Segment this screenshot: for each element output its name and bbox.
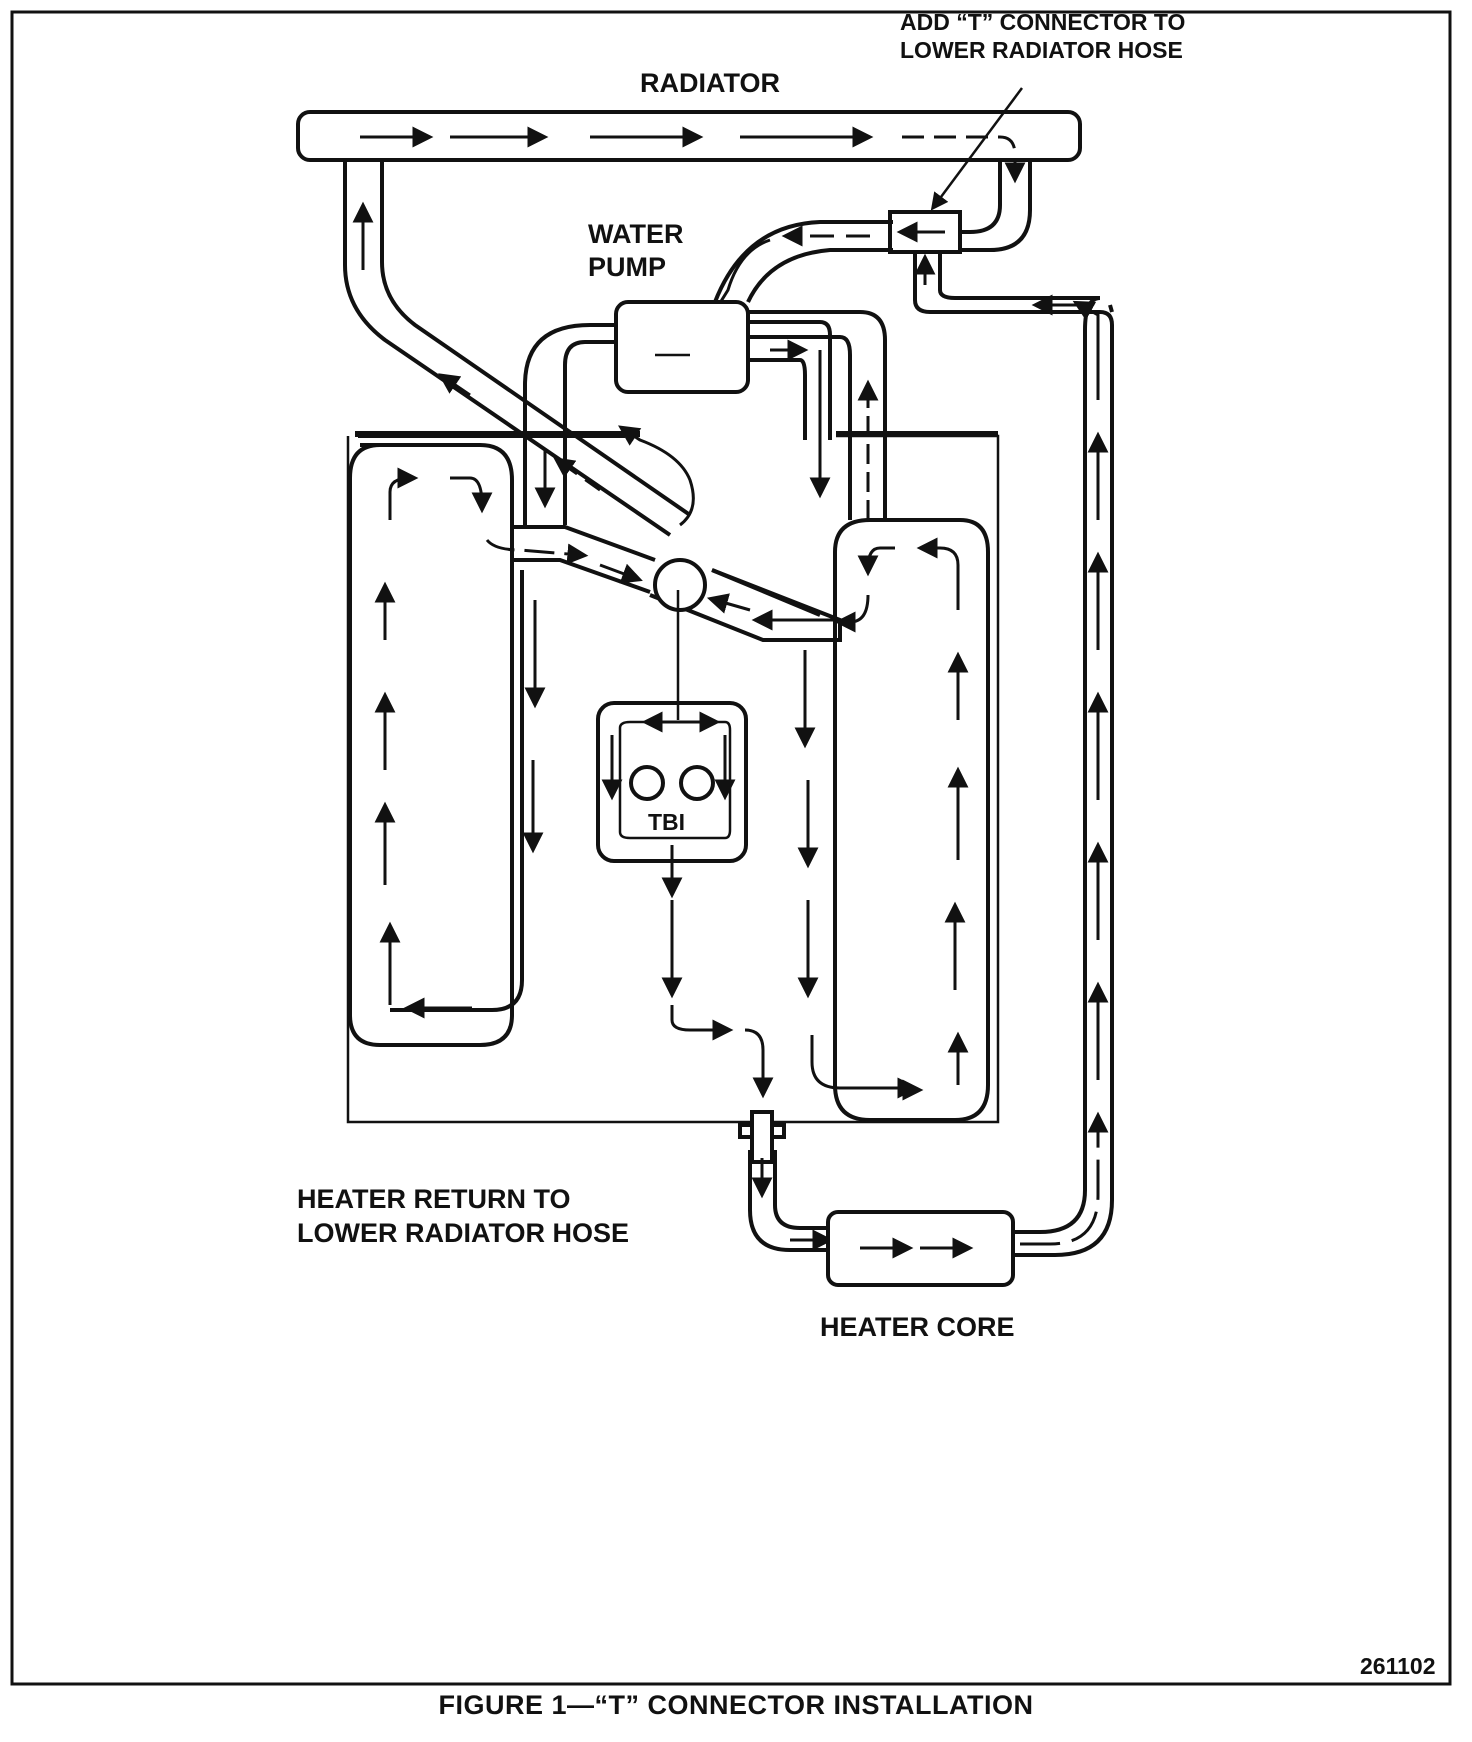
water-pump-label-line1: WATER (588, 219, 684, 249)
heater-return-hose (1012, 296, 1114, 1257)
block-flow-left (522, 600, 919, 1099)
radiator-label: RADIATOR (640, 68, 780, 98)
t-connector (888, 158, 1100, 316)
left-cylinder-head (348, 443, 524, 1047)
figure-number: 261102 (1360, 1653, 1435, 1679)
radiator (296, 110, 1082, 184)
heater-core (826, 1210, 1015, 1287)
right-cylinder-head (833, 518, 990, 1122)
t-connector-leader (930, 87, 1024, 211)
tbi-label: TBI (648, 809, 685, 835)
tbi-unit (596, 590, 774, 1099)
heater-inlet-hose (748, 1150, 835, 1252)
heater-return-label-line2: LOWER RADIATOR HOSE (297, 1218, 629, 1248)
heater-outlet-fitting (738, 1110, 786, 1164)
lower-radiator-hose (695, 220, 893, 343)
water-pump-label-line2: PUMP (588, 252, 666, 282)
intake-manifold (485, 525, 842, 642)
figure-border (10, 10, 1452, 1686)
figure-caption: FIGURE 1—“T” CONNECTOR INSTALLATION (438, 1690, 1034, 1720)
water-pump (614, 300, 750, 394)
t-connector-label-line2: LOWER RADIATOR HOSE (900, 37, 1183, 63)
t-connector-label-line1: ADD “T” CONNECTOR TO (900, 9, 1185, 35)
heater-core-label: HEATER CORE (820, 1312, 1015, 1342)
pump-outlets (523, 310, 887, 525)
heater-return-label-line1: HEATER RETURN TO (297, 1184, 571, 1214)
